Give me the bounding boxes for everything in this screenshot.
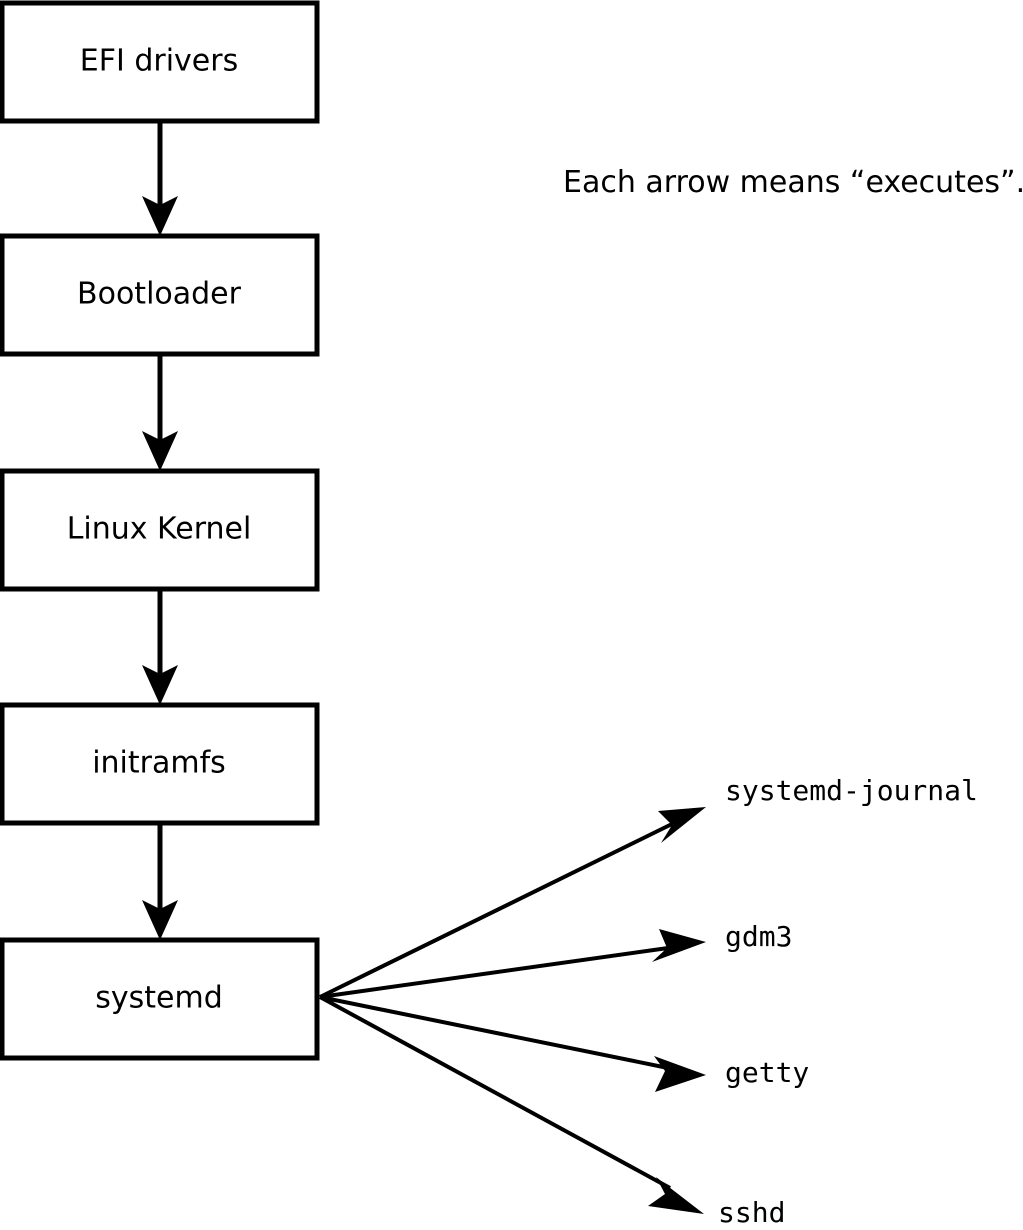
arrow-systemd-to-sshd-line: [319, 995, 671, 1190]
arrow-systemd-to-getty-head: [654, 1056, 706, 1092]
node-bootloader-label: Bootloader: [77, 277, 242, 312]
node-linux-kernel-rect[interactable]: [0, 468, 320, 592]
node-efi-drivers[interactable]: EFI drivers: [0, 0, 320, 124]
node-systemd[interactable]: systemd: [0, 937, 320, 1061]
legend-caption: Each arrow means “executes”.: [563, 165, 1023, 200]
node-systemd-rect[interactable]: [0, 937, 320, 1061]
arrow-initramfs-to-systemd: [142, 823, 178, 940]
service-label-gdm3: gdm3: [725, 920, 792, 953]
node-bootloader[interactable]: Bootloader: [0, 233, 320, 357]
arrow-systemd-to-gdm3-head: [652, 929, 706, 962]
node-linux-kernel[interactable]: Linux Kernel: [0, 468, 320, 592]
arrow-systemd-to-getty: [319, 995, 706, 1092]
arrow-systemd-to-systemd-journal-head: [658, 807, 706, 843]
arrow-efi-to-bootloader-head: [142, 196, 178, 236]
fanout-group: [319, 807, 706, 1214]
arrow-systemd-to-sshd: [319, 995, 704, 1214]
arrow-systemd-to-gdm3: [319, 929, 706, 999]
arrow-initramfs-to-systemd-head: [142, 900, 178, 940]
arrow-systemd-to-systemd-journal-line: [319, 821, 675, 999]
node-efi-drivers-rect[interactable]: [0, 0, 320, 124]
node-efi-drivers-label: EFI drivers: [80, 44, 238, 79]
node-linux-kernel-label: Linux Kernel: [67, 512, 252, 547]
node-initramfs-label: initramfs: [92, 746, 226, 781]
boot-chain-group: EFI drivers Bootloader Linux Kernel init…: [0, 0, 320, 1061]
arrow-efi-to-bootloader: [142, 121, 178, 236]
node-bootloader-rect[interactable]: [0, 233, 320, 357]
arrow-systemd-to-getty-line: [319, 995, 669, 1070]
arrow-bootloader-to-kernel: [142, 354, 178, 471]
arrow-bootloader-to-kernel-head: [142, 431, 178, 471]
arrow-systemd-to-gdm3-line: [319, 946, 669, 999]
arrow-kernel-to-initramfs: [142, 589, 178, 705]
node-initramfs[interactable]: initramfs: [0, 702, 320, 826]
service-label-getty: getty: [725, 1056, 809, 1089]
arrow-kernel-to-initramfs-head: [142, 665, 178, 705]
boot-chain-connectors: [142, 121, 178, 940]
service-labels-group: systemd-journal gdm3 getty sshd: [718, 774, 978, 1229]
arrow-systemd-to-systemd-journal: [319, 807, 706, 999]
arrow-systemd-to-sshd-head: [648, 1177, 704, 1214]
service-label-sshd: sshd: [718, 1196, 785, 1229]
service-label-systemd-journal: systemd-journal: [725, 774, 978, 807]
node-systemd-label: systemd: [95, 981, 223, 1016]
